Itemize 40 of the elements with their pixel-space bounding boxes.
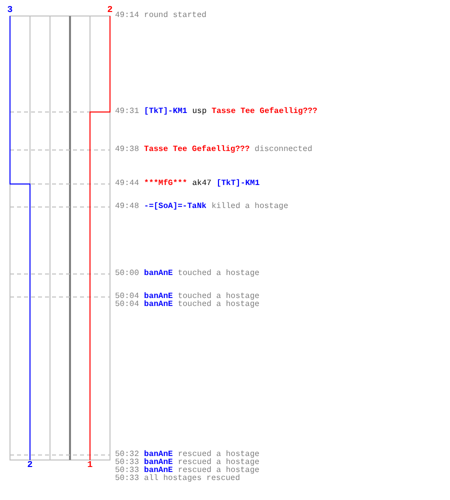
timestamp: 49:31 xyxy=(115,108,140,116)
weapon-name: usp xyxy=(192,108,207,116)
timestamp: 49:14 xyxy=(115,12,140,20)
timestamp: 49:38 xyxy=(115,146,140,154)
team-count: 2 xyxy=(107,6,113,15)
player-name: Tasse Tee Gefaellig??? xyxy=(144,146,250,154)
player-name: [TkT]-KM1 xyxy=(216,180,260,188)
event-text: rescued a hostage xyxy=(178,467,260,475)
timestamp: 49:44 xyxy=(115,180,140,188)
event-text: touched a hostage xyxy=(178,293,260,301)
event-text: all hostages rescued xyxy=(144,475,240,483)
event-text: round started xyxy=(144,12,206,20)
team-count: 3 xyxy=(7,6,13,15)
timestamp: 50:33 xyxy=(115,467,140,475)
player-name: banAnE xyxy=(144,451,173,459)
event-text: disconnected xyxy=(254,146,312,154)
player-name: [TkT]-KM1 xyxy=(144,108,188,116)
timestamp: 50:33 xyxy=(115,475,140,483)
timestamp: 50:00 xyxy=(115,270,140,278)
timestamp: 50:33 xyxy=(115,459,140,467)
player-name: banAnE xyxy=(144,270,173,278)
player-name: ***MfG*** xyxy=(144,180,188,188)
weapon-name: ak47 xyxy=(192,180,212,188)
player-name: banAnE xyxy=(144,459,173,467)
player-name: banAnE xyxy=(144,467,173,475)
team-count: 1 xyxy=(87,461,93,470)
timestamp: 50:04 xyxy=(115,293,140,301)
event-text: killed a hostage xyxy=(211,203,288,211)
event-text: rescued a hostage xyxy=(178,451,260,459)
team-count: 2 xyxy=(27,461,33,470)
event-text: touched a hostage xyxy=(178,301,260,309)
event-text: touched a hostage xyxy=(178,270,260,278)
event-text: rescued a hostage xyxy=(178,459,260,467)
player-name: banAnE xyxy=(144,293,173,301)
timestamp: 50:04 xyxy=(115,301,140,309)
player-name: -=[SoA]=-TaNk xyxy=(144,203,206,211)
player-name: banAnE xyxy=(144,301,173,309)
timestamp: 50:32 xyxy=(115,451,140,459)
timestamp: 49:48 xyxy=(115,203,140,211)
player-name: Tasse Tee Gefaellig??? xyxy=(212,108,318,116)
